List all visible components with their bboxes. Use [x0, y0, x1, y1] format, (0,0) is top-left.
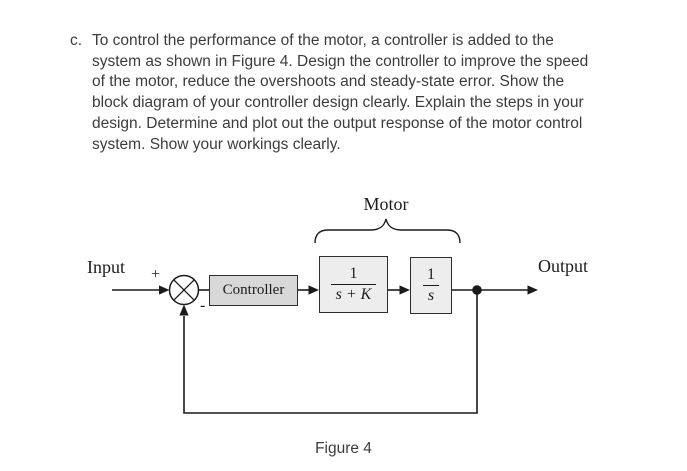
controller-block-label: Controller [222, 282, 285, 298]
feedback-arrowhead [179, 304, 189, 316]
tf2-denominator: s [422, 285, 440, 305]
plus-sign: + [151, 266, 161, 283]
tf1-denominator: s + K [330, 284, 377, 304]
problem-line: system. Show your workings clearly. [92, 135, 341, 153]
problem-text: To control the performance of the motor,… [92, 31, 588, 155]
motor-internal-arrowhead [399, 285, 410, 295]
problem-statement: c. To control the performance of the mot… [70, 31, 588, 155]
feedback-line [183, 290, 478, 414]
motor-label: Motor [363, 194, 409, 214]
input-arrowhead [159, 285, 170, 295]
controller-block: Controller [209, 275, 298, 306]
problem-line: of the motor, reduce the overshoots and … [92, 73, 565, 91]
output-arrowhead [527, 285, 538, 295]
minus-sign: - [200, 297, 206, 314]
motor-tf2-block: 1 s [410, 257, 452, 314]
problem-line: system as shown in Figure 4. Design the … [92, 52, 589, 70]
junction-cross-line [173, 279, 195, 301]
problem-line: design. Determine and plot out the outpu… [92, 114, 583, 132]
output-label: Output [538, 256, 589, 276]
problem-line: To control the performance of the motor,… [92, 32, 554, 49]
tf1-numerator: 1 [349, 264, 358, 282]
motor-brace [314, 218, 461, 244]
motor-tf1-block: 1 s + K [319, 256, 388, 313]
controller-to-motor-arrowhead [308, 285, 319, 295]
list-marker: c. [70, 32, 83, 49]
figure-caption: Figure 4 [315, 440, 372, 457]
input-label: Input [87, 257, 125, 277]
problem-line: block diagram of your controller design … [92, 94, 584, 112]
tf2-numerator: 1 [427, 265, 435, 283]
